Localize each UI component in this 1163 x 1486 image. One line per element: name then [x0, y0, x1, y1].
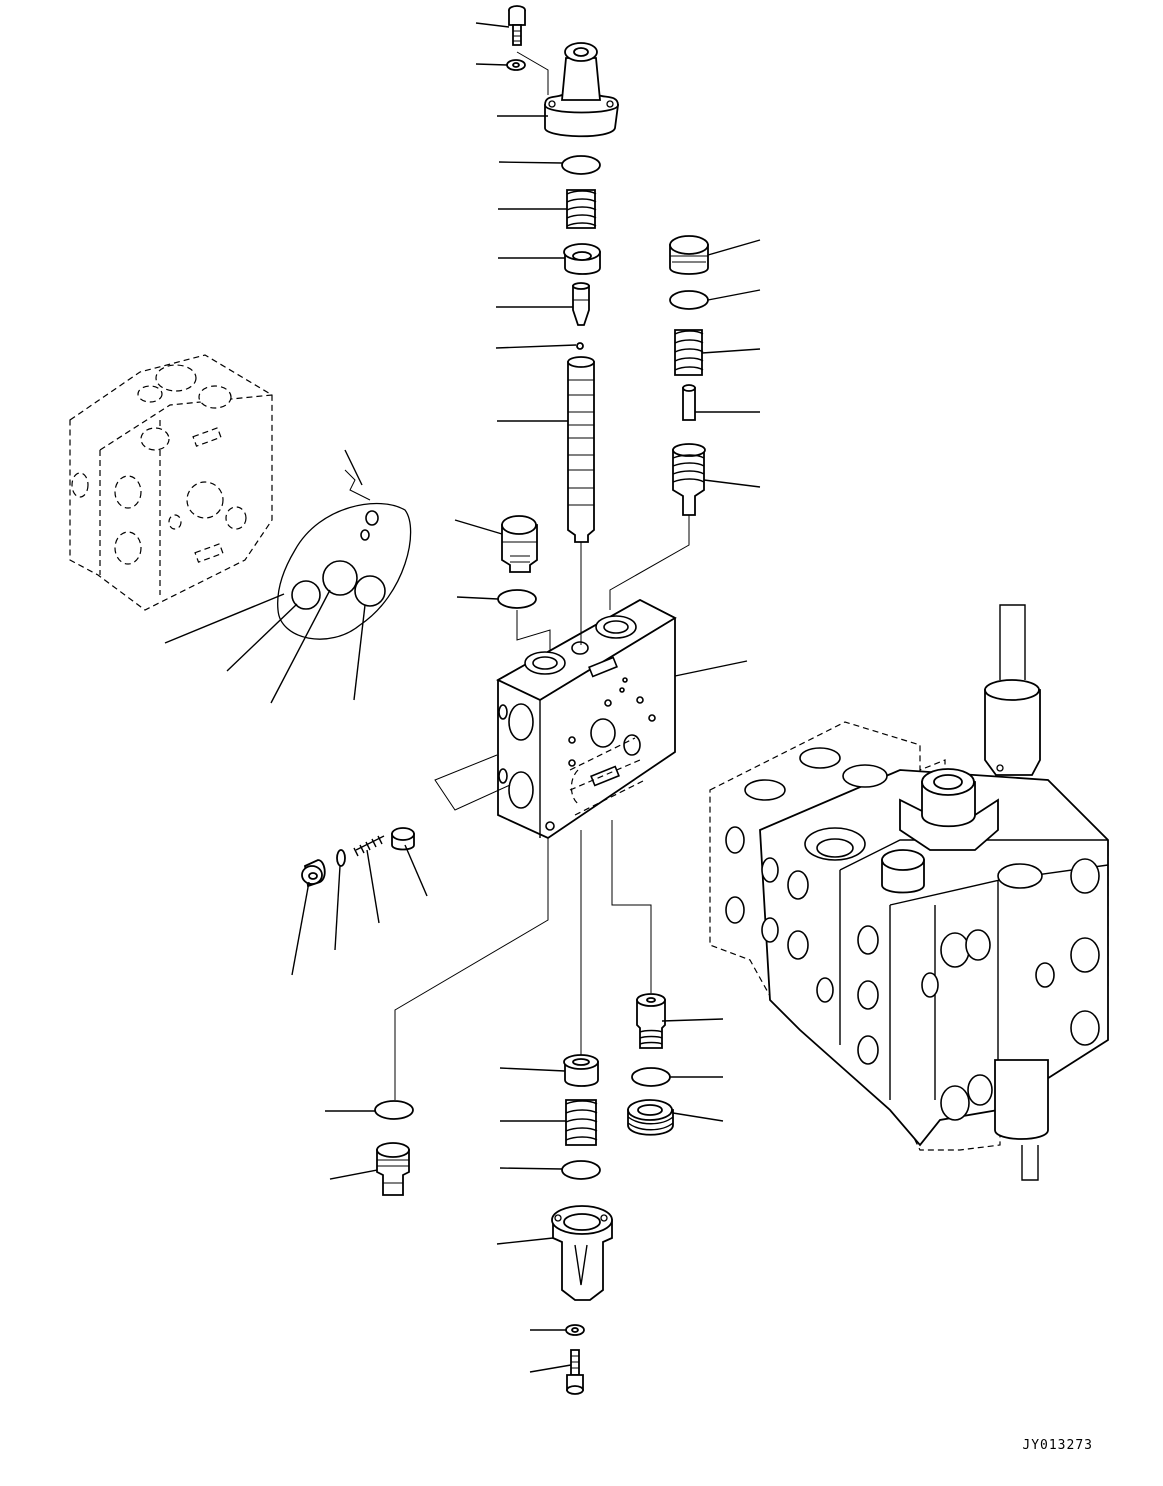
assembled-valve-view	[710, 605, 1108, 1180]
side-check-parts	[302, 828, 414, 886]
pilot-cap-assembly	[507, 6, 618, 349]
adjacent-valve-section-left	[70, 355, 272, 610]
check-valve-assembly-upper	[670, 236, 708, 515]
lower-left-plug	[375, 1101, 413, 1195]
gasket-plate	[278, 503, 411, 639]
leader-lines	[165, 23, 760, 1372]
main-spool	[568, 357, 594, 542]
check-valve-assembly-lower	[628, 994, 673, 1135]
lower-cap-assembly	[552, 1055, 612, 1394]
valve-body	[498, 600, 675, 838]
relief-plug-left	[498, 516, 537, 608]
figure-id-label: JY013273	[1022, 1438, 1093, 1453]
assembly-guide-lines	[345, 52, 689, 1100]
